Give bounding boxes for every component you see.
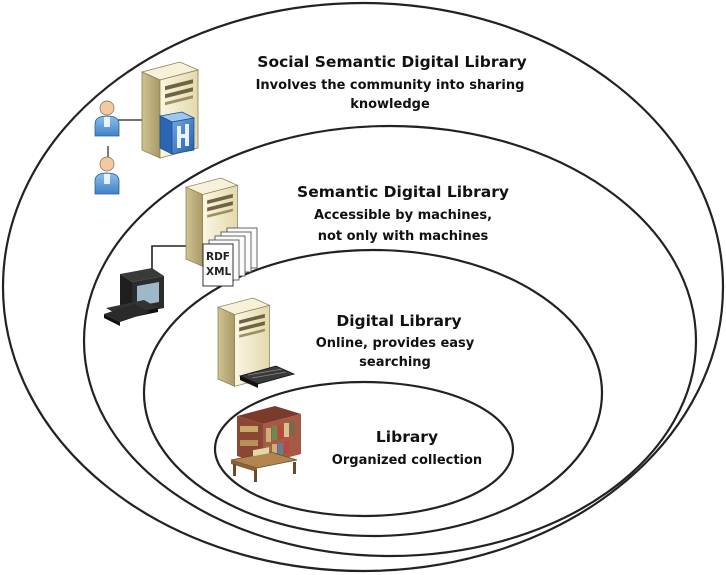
layer-description: searching: [359, 355, 431, 370]
digital-icons: [217, 297, 296, 388]
keyboard-icon: [104, 304, 150, 326]
layer-description: Online, provides easy: [316, 336, 475, 351]
layer-description: not only with machines: [318, 229, 489, 244]
rdf-label: RDF: [206, 251, 230, 263]
person-icon: [94, 156, 120, 195]
semantic-icons: RDF XML: [104, 177, 258, 326]
layer-title: Library: [376, 428, 438, 446]
label-library: Library Organized collection: [332, 428, 482, 468]
layer-title: Semantic Digital Library: [297, 183, 509, 201]
layer-description: knowledge: [350, 97, 430, 112]
label-semantic: Semantic Digital Library Accessible by m…: [297, 183, 509, 244]
layer-title: Digital Library: [336, 312, 461, 330]
bookshelf-icon: [230, 406, 301, 482]
xml-label: XML: [206, 266, 232, 278]
layer-description: Organized collection: [332, 453, 482, 468]
label-social: Social Semantic Digital Library Involves…: [256, 53, 527, 112]
layer-title: Social Semantic Digital Library: [257, 53, 526, 71]
keyboard-icon: [238, 365, 296, 388]
layer-description: Accessible by machines,: [314, 208, 492, 223]
social-icons: [94, 61, 199, 195]
label-digital: Digital Library Online, provides easy se…: [316, 312, 475, 370]
layer-description: Involves the community into sharing: [256, 78, 525, 93]
person-icon: [94, 100, 120, 137]
document-stack-icon: RDF XML: [202, 227, 258, 287]
tile-icon: [158, 111, 196, 155]
